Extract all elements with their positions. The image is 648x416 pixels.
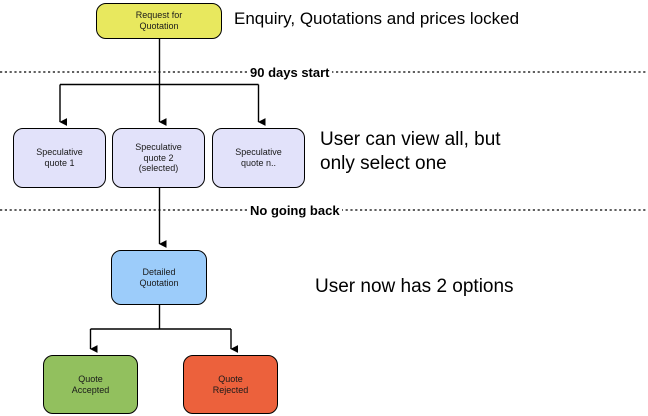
node-label-speculative-quote-2: Speculative quote 2 (selected) <box>135 142 182 174</box>
node-label-speculative-quote-1: Speculative quote 1 <box>36 147 83 168</box>
node-quote-rejected[interactable]: Quote Rejected <box>183 355 278 414</box>
annotation-two-options-note: User now has 2 options <box>315 276 514 297</box>
node-label-detailed-quotation: Detailed Quotation <box>139 266 179 288</box>
node-detailed-quotation[interactable]: Detailed Quotation <box>111 250 207 305</box>
node-speculative-quote-n[interactable]: Speculative quote n.. <box>212 128 305 188</box>
node-label-quote-accepted: Quote Accepted <box>71 373 110 395</box>
divider-label-no-going-back: No going back <box>248 203 342 218</box>
annotation-enquiry-note: Enquiry, Quotations and prices locked <box>234 9 520 28</box>
divider-label-90-days-start: 90 days start <box>248 65 332 80</box>
annotation-view-select-note: User can view all, but only select one <box>320 129 501 174</box>
node-label-quote-rejected: Quote Rejected <box>212 373 249 395</box>
node-speculative-quote-1[interactable]: Speculative quote 1 <box>13 128 106 188</box>
node-quote-accepted[interactable]: Quote Accepted <box>43 355 138 414</box>
node-speculative-quote-2[interactable]: Speculative quote 2 (selected) <box>112 128 205 188</box>
node-label-speculative-quote-n: Speculative quote n.. <box>235 147 282 168</box>
node-request-for-quotation[interactable]: Request for Quotation <box>96 3 222 39</box>
node-label-request-for-quotation: Request for Quotation <box>135 10 183 31</box>
